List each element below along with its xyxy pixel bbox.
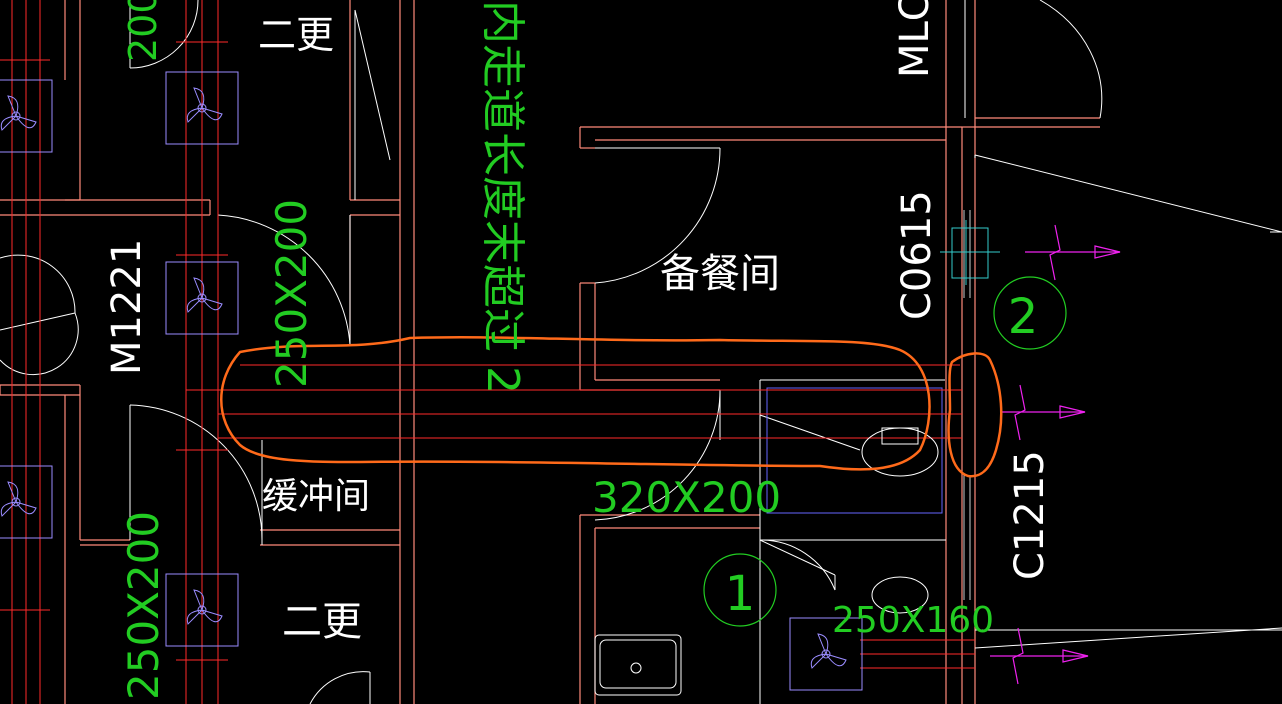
sink-fixture <box>594 634 682 696</box>
duct-size-b: 250X200 <box>119 511 168 700</box>
walls <box>0 0 1100 704</box>
duct-size-e: 200 <box>121 0 165 62</box>
grid-bubble-1 <box>703 553 777 627</box>
toilet-stall-outline <box>766 387 943 514</box>
grid-bubble-2 <box>993 276 1067 350</box>
review-markup <box>220 335 1003 478</box>
grid-bubble-2-label: 2 <box>1008 289 1039 345</box>
airflow-arrows <box>990 224 1121 685</box>
fan-unit <box>165 261 239 335</box>
fan-unit <box>165 71 239 145</box>
windows <box>963 210 971 600</box>
fan-unit <box>0 465 53 539</box>
window-marker <box>940 220 1000 285</box>
grid-bubble-1-label: 1 <box>725 566 756 622</box>
fan-unit <box>789 617 863 691</box>
room-label-second-change-top: 二更 <box>258 13 334 57</box>
markup-cloud-main <box>220 335 931 471</box>
room-label-pantry: 备餐间 <box>660 251 780 297</box>
duct-size-d: 250X160 <box>832 600 994 641</box>
room-label-second-change-bottom: 二更 <box>282 599 362 645</box>
tag-mlc: MLC <box>892 0 938 78</box>
exhaust-fans <box>0 71 863 691</box>
room-label-buffer-room: 缓冲间 <box>262 476 370 517</box>
duct-size-c: 320X200 <box>592 473 781 522</box>
design-note: 内走道长度末超过 2 <box>477 0 528 394</box>
grid-bubbles <box>703 276 1067 627</box>
ducts <box>0 0 975 704</box>
markup-cloud-side <box>947 352 1003 478</box>
toilet-fixtures <box>861 427 939 614</box>
tag-c0615: C0615 <box>894 190 940 320</box>
fan-unit <box>165 573 239 647</box>
tag-c1215: C1215 <box>1007 450 1053 580</box>
fan-unit <box>0 79 53 153</box>
tag-m1221: M1221 <box>104 239 150 375</box>
duct-size-a: 250X200 <box>267 199 316 388</box>
